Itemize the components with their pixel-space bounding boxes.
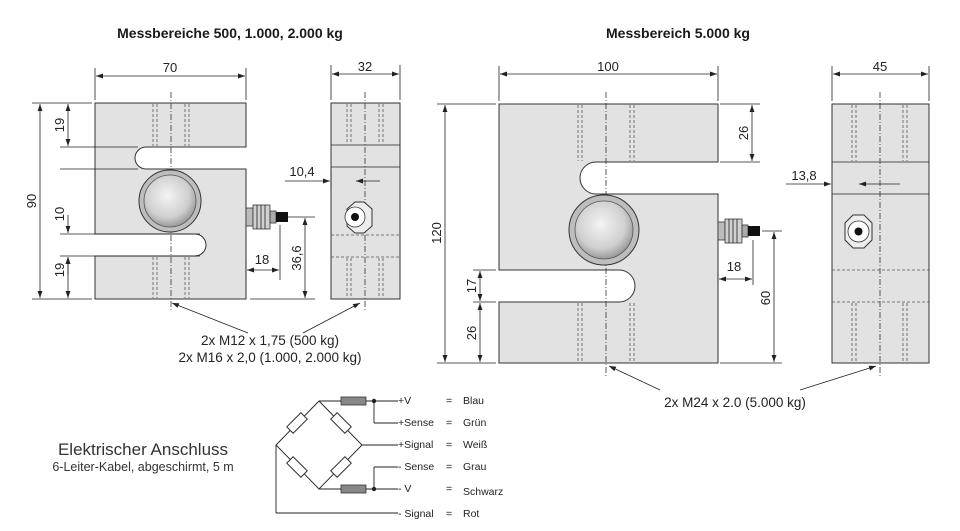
wire-equals-6: =: [446, 508, 452, 520]
wire-signal-5: - V: [398, 483, 411, 495]
dim-large-top: 26: [736, 126, 751, 140]
dim-large-height: 120: [429, 222, 444, 244]
dim-small-offset: 10,4: [289, 164, 314, 179]
wire-color-2: Grün: [463, 417, 487, 429]
large-load-button: [574, 200, 634, 260]
dim-large-side-width: 45: [873, 59, 887, 74]
thread-note-large: 2x M24 x 2.0 (5.000 kg): [664, 395, 806, 410]
small-load-button: [143, 174, 197, 228]
large-front-dimensions: 100 120 26 17 26 18 60: [429, 59, 782, 364]
dim-small-width: 70: [163, 60, 177, 75]
title-large-range: Messbereich 5.000 kg: [606, 25, 750, 41]
dim-small-connector-height: 36,6: [289, 245, 304, 270]
dim-large-connector-height: 60: [758, 291, 773, 305]
small-cell-front-view: [94, 92, 288, 312]
electrical-title: Elektrischer Anschluss: [58, 440, 228, 459]
dim-small-side-width: 32: [358, 59, 372, 74]
small-cell-side-view: [330, 92, 401, 312]
small-side-body: [330, 102, 401, 300]
wire-equals-1: =: [446, 395, 452, 407]
large-cell-side-view: [831, 92, 930, 378]
wire-equals-2: =: [446, 417, 452, 429]
dim-large-offset: 13,8: [791, 168, 816, 183]
dim-small-slot: 10: [52, 207, 67, 221]
wire-color-4: Grau: [463, 461, 487, 473]
dim-large-bottom: 26: [464, 326, 479, 340]
dim-small-height: 90: [24, 194, 39, 208]
wire-signal-3: +Signal: [398, 439, 433, 451]
wire-color-3: Weiß: [463, 439, 487, 451]
electrical-subtitle: 6-Leiter-Kabel, abgeschirmt, 5 m: [52, 460, 233, 474]
wire-legend: +V = Blau +Sense = Grün +Signal = Weiß -…: [398, 395, 503, 520]
wire-signal-4: - Sense: [398, 461, 434, 473]
large-cell-front-view: [498, 92, 760, 378]
wheatstone-bridge: [275, 396, 398, 514]
wire-signal-1: +V: [398, 395, 411, 407]
dim-small-bottom: 19: [52, 263, 67, 277]
dim-large-slot: 17: [464, 279, 479, 293]
large-side-dimensions: 45 13,8: [786, 59, 930, 187]
wire-equals-3: =: [446, 439, 452, 451]
large-thread-note: 2x M24 x 2.0 (5.000 kg): [608, 365, 877, 410]
wire-color-5: Schwarz: [463, 486, 503, 498]
dim-large-connector: 18: [727, 259, 741, 274]
title-small-ranges: Messbereiche 500, 1.000, 2.000 kg: [117, 25, 343, 41]
small-thread-note: 2x M12 x 1,75 (500 kg) 2x M16 x 2,0 (1.0…: [171, 302, 362, 365]
dim-small-connector: 18: [255, 252, 269, 267]
thread-note-small-line2: 2x M16 x 2,0 (1.000, 2.000 kg): [178, 350, 361, 365]
wire-equals-5: =: [446, 483, 452, 495]
small-side-dimensions: 32 10,4: [285, 59, 401, 190]
wire-color-1: Blau: [463, 395, 484, 407]
thread-note-small-line1: 2x M12 x 1,75 (500 kg): [201, 333, 339, 348]
wire-equals-4: =: [446, 461, 452, 473]
small-front-dimensions: 70 90 19 10 19 18 36,6: [24, 60, 315, 300]
wire-color-6: Rot: [463, 508, 479, 520]
small-cable-connector: [245, 204, 288, 230]
wire-signal-6: - Signal: [398, 508, 434, 520]
large-cable-connector: [717, 218, 760, 244]
dim-small-top: 19: [52, 118, 67, 132]
dim-large-width: 100: [597, 59, 619, 74]
wire-signal-2: +Sense: [398, 417, 434, 429]
